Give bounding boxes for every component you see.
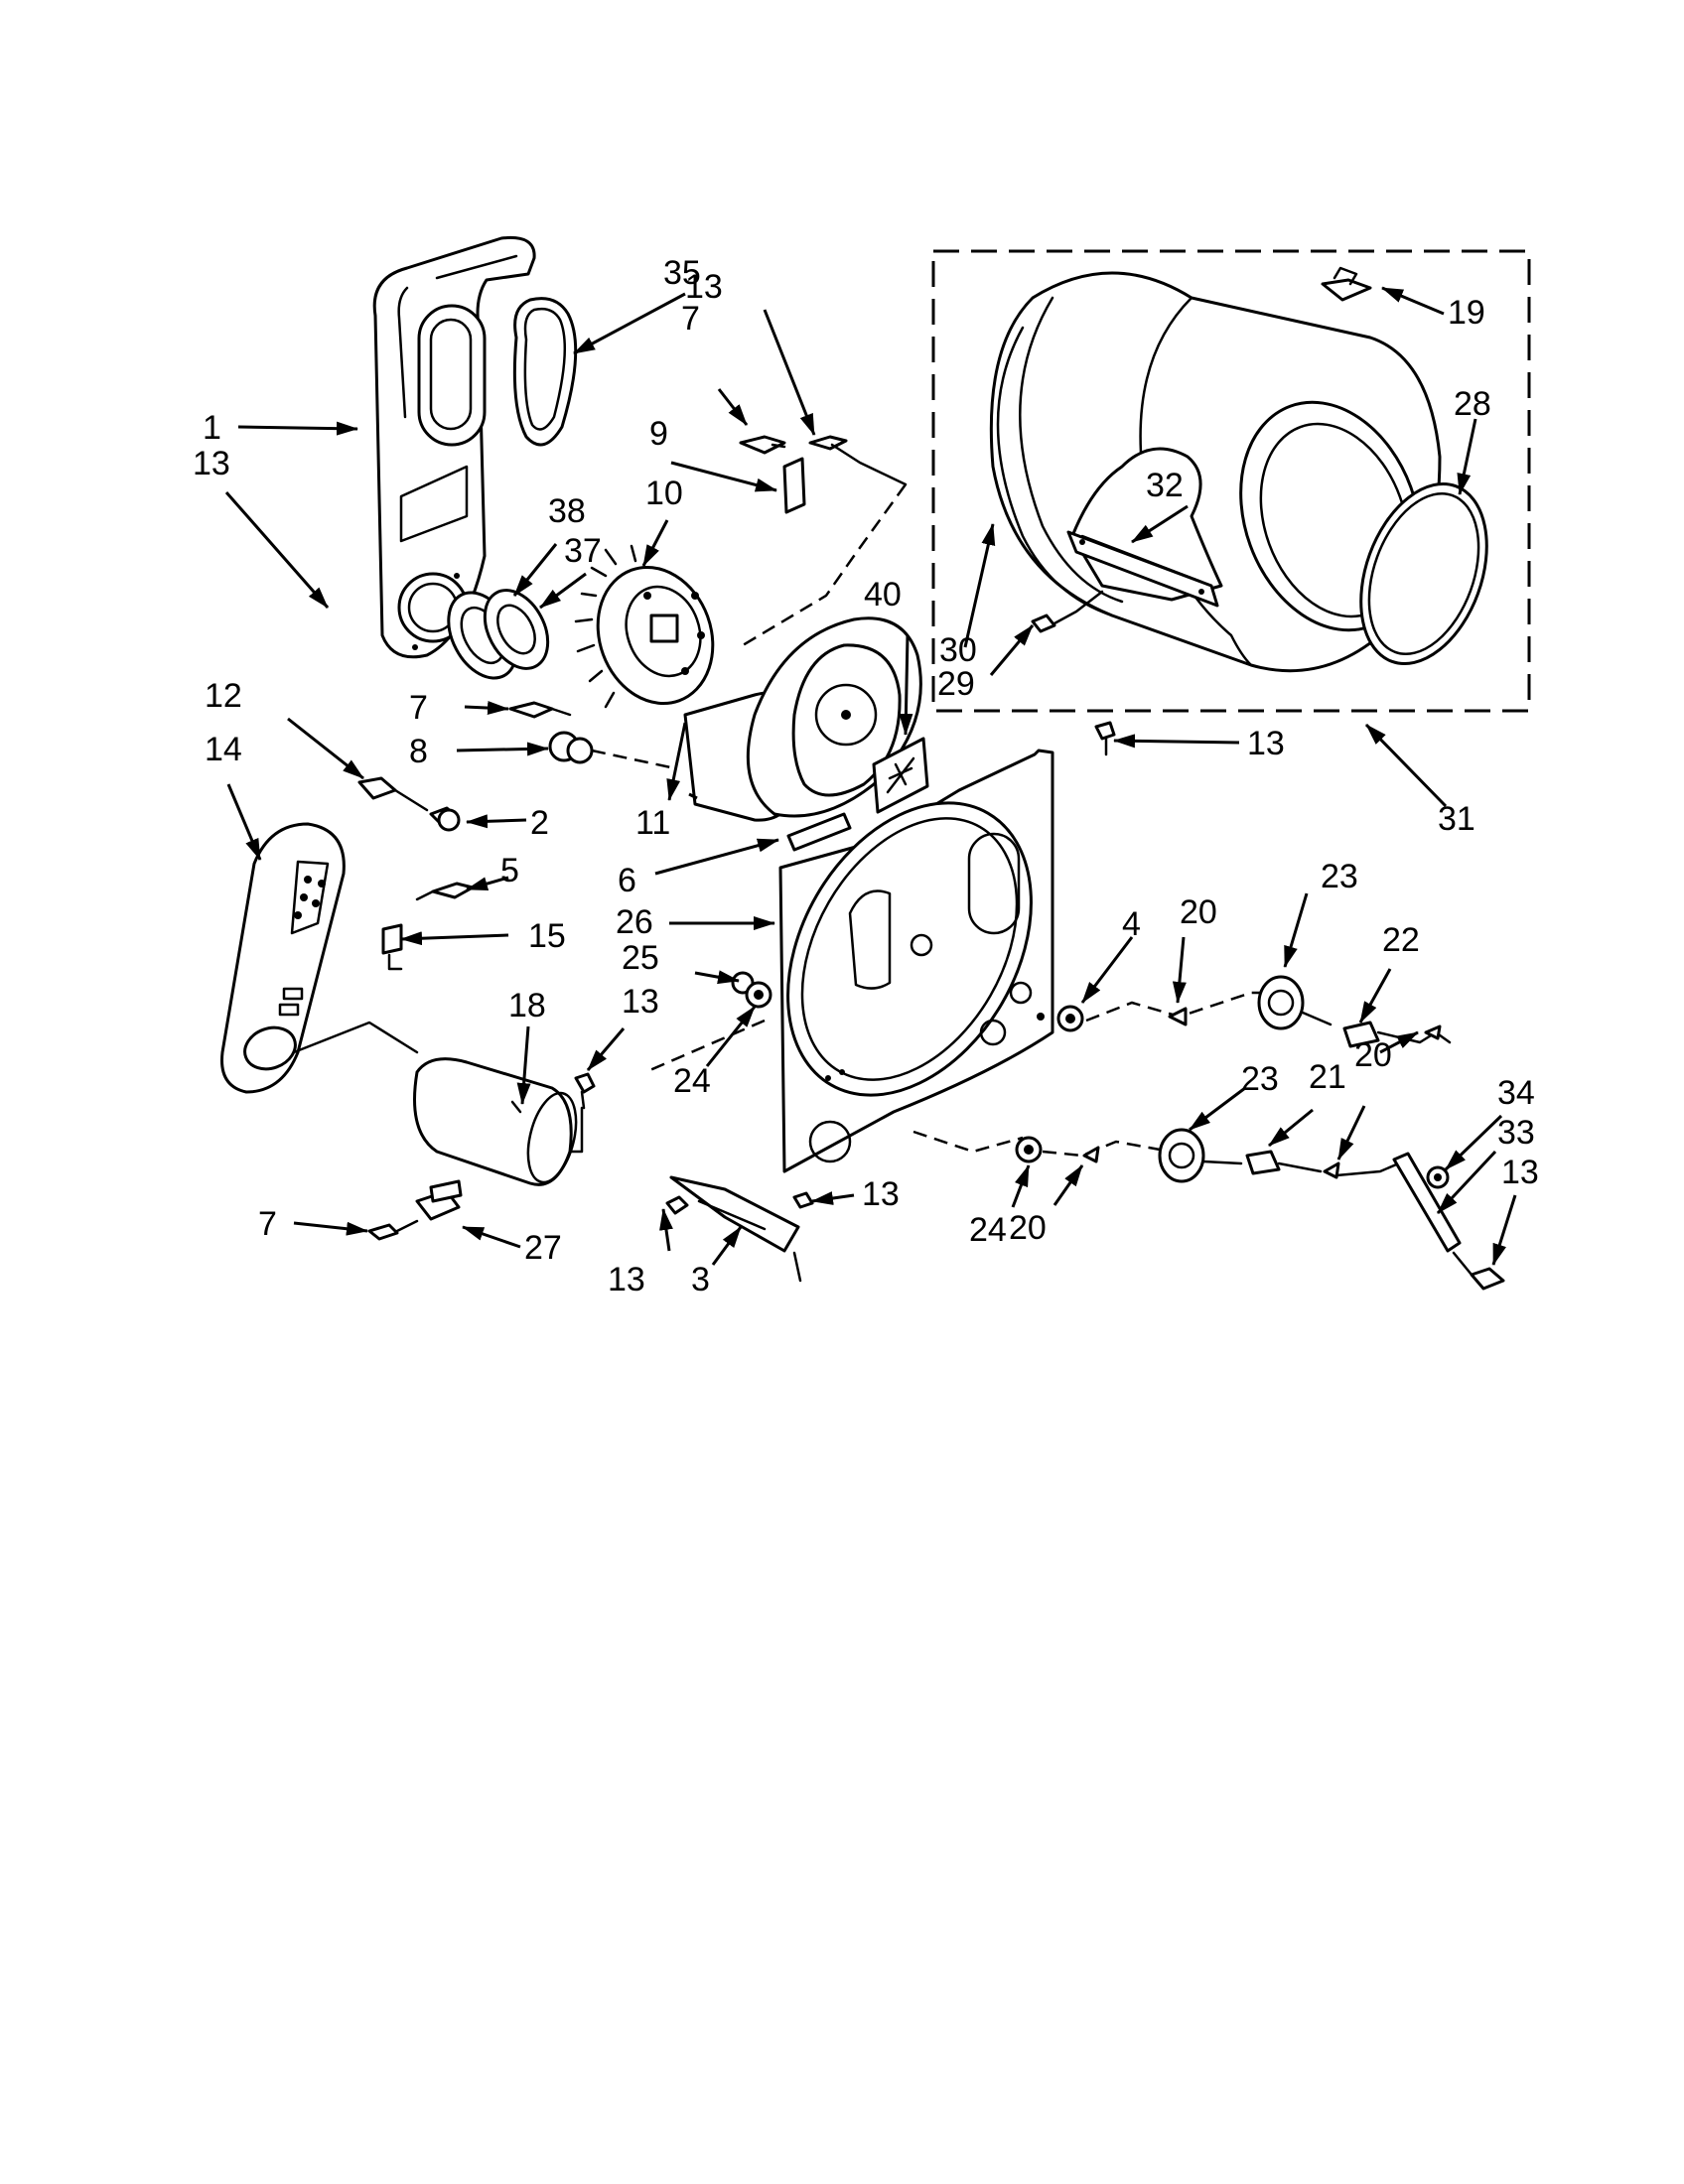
part-thermostat-screw [508, 701, 676, 770]
part-motor-housing [683, 616, 922, 822]
callout-30: 30 [939, 631, 977, 669]
callout-13-left: 13 [193, 445, 230, 482]
callout-22: 22 [1382, 921, 1420, 959]
callout-34: 34 [1497, 1074, 1535, 1112]
callout-13-bottom-left: 13 [608, 1261, 645, 1298]
callout-13-bulkhead: 13 [1247, 725, 1285, 762]
callout-3: 3 [691, 1261, 710, 1298]
callout-13-bottom-mid: 13 [862, 1175, 900, 1213]
callout-24-left: 24 [673, 1062, 711, 1100]
callout-8: 8 [409, 733, 428, 770]
callout-5: 5 [500, 852, 519, 889]
leader-arrows [224, 286, 1517, 1266]
callout-6: 6 [618, 862, 636, 899]
part-drum-glide [786, 812, 852, 852]
part-roller-assembly-lower [912, 1128, 1505, 1291]
callout-35: 35 [663, 254, 701, 292]
callout-20-lower: 20 [1009, 1209, 1047, 1247]
callout-25: 25 [622, 939, 659, 977]
part-screw-heater [574, 1072, 596, 1110]
part-rear-panel [372, 235, 536, 659]
part-seal-and-bearing [447, 589, 550, 680]
callout-4: 4 [1122, 905, 1141, 943]
callout-9: 9 [649, 415, 668, 453]
callout-20-upper: 20 [1180, 893, 1217, 931]
callout-11: 11 [635, 804, 670, 842]
callout-24-lower: 24 [969, 1211, 1007, 1249]
callout-23-lower: 23 [1241, 1060, 1279, 1098]
callout-numbers: 1 2 3 4 5 6 7 7 7 8 9 10 11 12 13 13 13 … [193, 254, 1539, 1298]
callout-13-heater: 13 [622, 983, 659, 1021]
callout-13-top: 13 [685, 268, 723, 306]
callout-14: 14 [205, 731, 242, 768]
callout-13-right: 13 [1501, 1154, 1539, 1191]
callout-28: 28 [1454, 385, 1491, 423]
part-screw-bulkhead-top [1094, 721, 1116, 756]
part-bracket-screws [739, 435, 908, 647]
part-label [872, 737, 929, 814]
callout-38: 38 [548, 492, 586, 530]
callout-10: 10 [645, 475, 683, 512]
callout-27: 27 [524, 1229, 562, 1267]
callout-29: 29 [937, 665, 975, 703]
callout-7-bottom: 7 [258, 1205, 277, 1243]
callout-18: 18 [508, 987, 546, 1024]
part-baffle-screw [1031, 590, 1104, 633]
part-duct-seal [512, 297, 578, 447]
callout-20-right: 20 [1354, 1036, 1392, 1074]
part-drum-seal [1359, 481, 1488, 666]
callout-31: 31 [1438, 800, 1475, 838]
callout-1: 1 [203, 409, 221, 447]
callout-19: 19 [1448, 294, 1485, 332]
callout-40: 40 [864, 576, 902, 614]
callout-15: 15 [528, 917, 566, 955]
part-roller-assembly-upper [1085, 975, 1452, 1048]
part-drum [989, 271, 1442, 673]
callout-7-mid: 7 [409, 689, 428, 727]
callout-26: 26 [616, 903, 653, 941]
part-blower-wheel [574, 544, 715, 709]
part-bulkhead [778, 749, 1054, 1173]
part-drum-clip [1321, 266, 1372, 302]
callout-7-top: 7 [681, 300, 700, 338]
callout-2: 2 [530, 804, 549, 842]
part-clip-and-screw [357, 776, 461, 832]
callout-23-upper: 23 [1321, 858, 1358, 895]
callout-32: 32 [1146, 467, 1184, 504]
part-sensor-and-screw [367, 1179, 463, 1241]
callout-12: 12 [205, 677, 242, 715]
callout-21: 21 [1309, 1058, 1346, 1096]
callout-37: 37 [564, 532, 602, 570]
part-exhaust-duct [220, 822, 419, 1094]
part-screw-and-thermal-fuse [381, 882, 475, 971]
part-heater-tube [413, 1057, 584, 1186]
callout-33: 33 [1497, 1114, 1535, 1152]
